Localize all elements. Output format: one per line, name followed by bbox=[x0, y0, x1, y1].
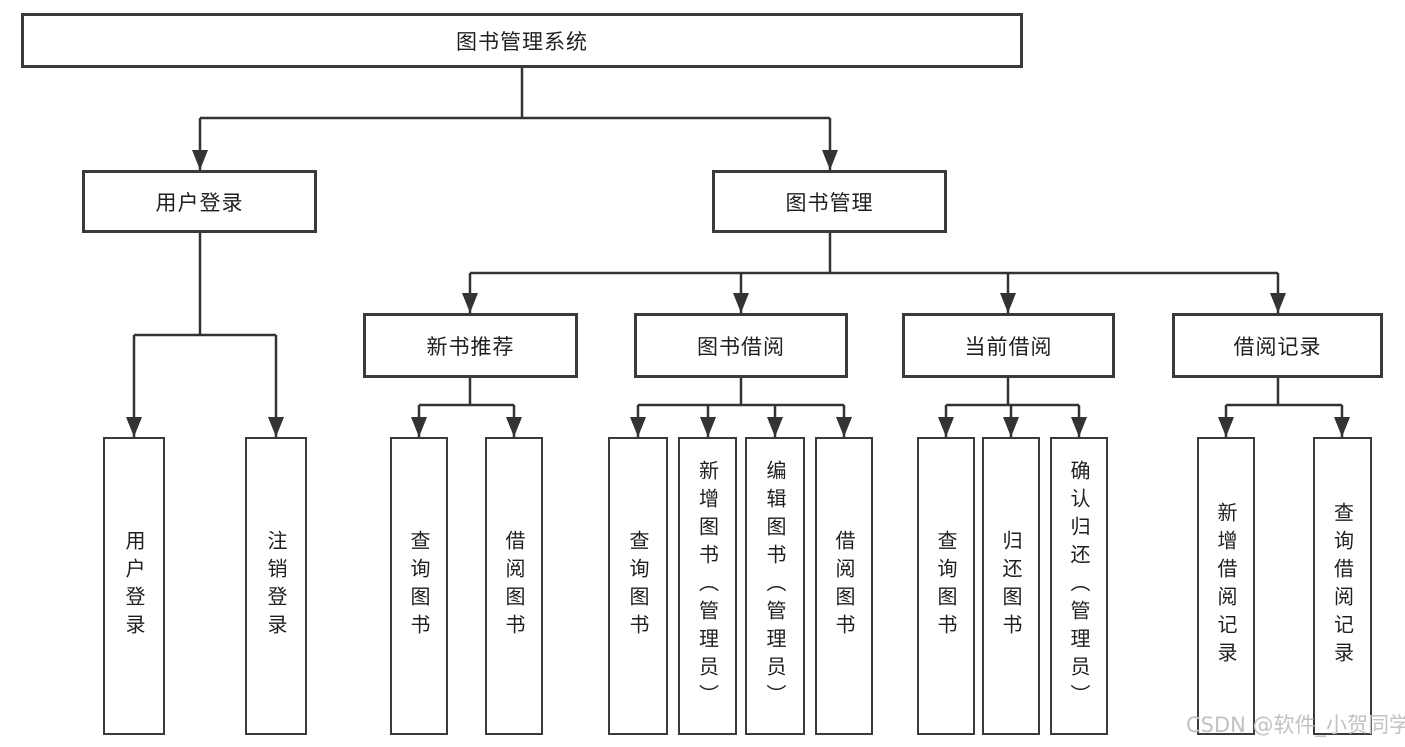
leaf-cb-query-books: 查询图书 bbox=[917, 437, 975, 735]
leaf-bb-borrow-books: 借阅图书 bbox=[815, 437, 873, 735]
leaf-bb-query-books: 查询图书 bbox=[608, 437, 668, 735]
node-label: 查询图书 bbox=[934, 530, 958, 642]
leaf-br-add-borrow-record: 新增借阅记录 bbox=[1197, 437, 1255, 735]
node-label: 编辑图书（管理员） bbox=[763, 460, 787, 712]
node-root: 图书管理系统 bbox=[21, 13, 1023, 68]
leaf-bb-edit-books-admin: 编辑图书（管理员） bbox=[745, 437, 805, 735]
node-label: 查询图书 bbox=[407, 530, 431, 642]
leaf-cb-return-books: 归还图书 bbox=[982, 437, 1040, 735]
csdn-watermark: CSDN @软件_小贺同学 bbox=[1186, 713, 1405, 737]
leaf-cb-confirm-return-admin: 确认归还（管理员） bbox=[1050, 437, 1108, 735]
node-label: 借阅图书 bbox=[832, 530, 856, 642]
leaf-bb-add-books-admin: 新增图书（管理员） bbox=[678, 437, 737, 735]
leaf-nbr-query-books: 查询图书 bbox=[390, 437, 448, 735]
leaf-br-query-borrow-record: 查询借阅记录 bbox=[1313, 437, 1372, 735]
leaf-nbr-borrow-books: 借阅图书 bbox=[485, 437, 543, 735]
node-label: 借阅图书 bbox=[502, 530, 526, 642]
node-label: 新增图书（管理员） bbox=[695, 460, 720, 712]
node-label: 归还图书 bbox=[999, 530, 1023, 642]
node-user-login: 用户登录 bbox=[82, 170, 317, 233]
node-label: 查询图书 bbox=[626, 530, 650, 642]
node-borrow-records: 借阅记录 bbox=[1172, 313, 1383, 378]
node-label: 用户登录 bbox=[122, 530, 146, 642]
node-label: 查询借阅记录 bbox=[1330, 502, 1355, 670]
node-book-management: 图书管理 bbox=[712, 170, 947, 233]
node-current-borrow: 当前借阅 bbox=[902, 313, 1115, 378]
node-label: 确认归还（管理员） bbox=[1067, 460, 1091, 712]
node-label: 新增借阅记录 bbox=[1214, 502, 1238, 670]
leaf-logout-login: 注销登录 bbox=[245, 437, 307, 735]
node-label: 注销登录 bbox=[264, 530, 288, 642]
node-book-borrow: 图书借阅 bbox=[634, 313, 848, 378]
leaf-user-login: 用户登录 bbox=[103, 437, 165, 735]
node-new-book-recommend: 新书推荐 bbox=[363, 313, 578, 378]
